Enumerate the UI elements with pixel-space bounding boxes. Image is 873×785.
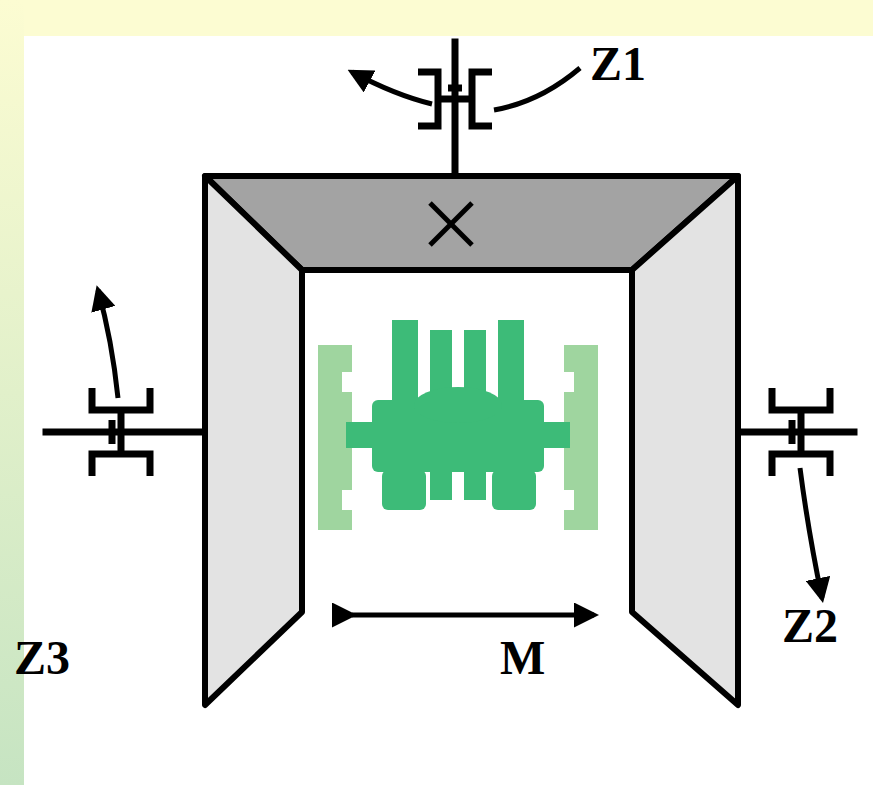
cross-mark: [430, 203, 472, 245]
gyro-rotor: [346, 320, 570, 510]
inner-bearings: [318, 345, 598, 530]
motion-arrow: [352, 613, 594, 618]
gimbal-frame: [205, 176, 738, 705]
axis-label: Z2: [782, 602, 838, 650]
white-panel: [24, 36, 873, 785]
motion-label: M: [500, 634, 545, 682]
axis-label: Z1: [590, 40, 646, 88]
axis-label: Z3: [14, 634, 70, 682]
